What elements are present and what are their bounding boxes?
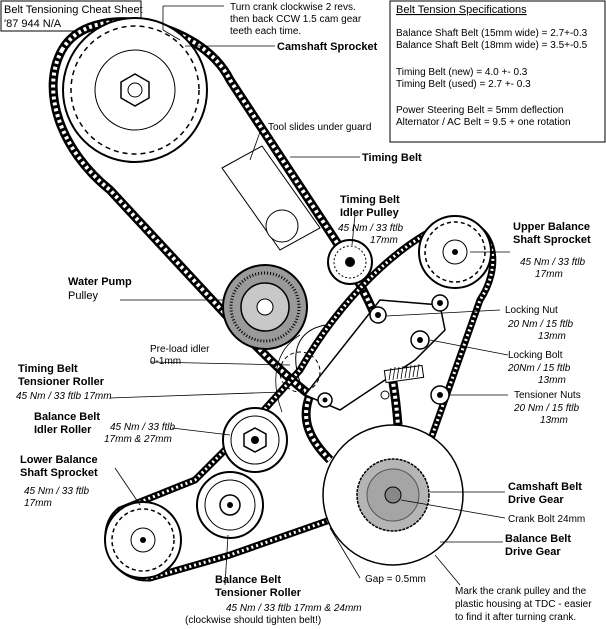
upper-balance-label-1: Upper Balance xyxy=(513,221,590,233)
crank-note-line-1: Turn crank clockwise 2 revs. xyxy=(230,2,356,13)
spec-title: Belt Tension Specifications xyxy=(396,4,527,16)
tool-slides-label: Tool slides under guard xyxy=(268,122,371,133)
spec-line-1: Balance Shaft Belt (15mm wide) = 2.7+-0.… xyxy=(396,28,588,39)
bal-tensioner-spec: 45 Nm / 33 ftlb 17mm & 24mm xyxy=(226,603,362,614)
preload-idler-label-1: Pre-load idler xyxy=(150,344,210,355)
lower-balance-label-1: Lower Balance xyxy=(20,454,98,466)
tb-tensioner-label-2: Tensioner Roller xyxy=(18,376,105,388)
upper-balance-sprocket xyxy=(418,215,492,289)
tensioner-nuts-label: Tensioner Nuts xyxy=(514,390,581,401)
lower-balance-sprocket xyxy=(104,501,182,579)
spec-box: Belt Tension Specifications Balance Shaf… xyxy=(389,0,606,143)
tensioner-nuts-spec-2: 13mm xyxy=(540,415,568,426)
bal-idler-label-1: Balance Belt xyxy=(34,411,100,423)
crank-note-line-2: then back CCW 1.5 cam gear xyxy=(230,14,362,25)
tdc-note-line-1: Mark the crank pulley and the xyxy=(455,586,587,597)
spec-line-4: Timing Belt (used) = 2.7 +- 0.3 xyxy=(396,79,531,90)
crank-note-line-3: teeth each time. xyxy=(230,26,301,37)
timing-belt-tensioner-roller xyxy=(279,351,321,393)
cam-drive-label-2: Drive Gear xyxy=(508,494,564,506)
upper-balance-label-2: Shaft Sprocket xyxy=(513,234,591,246)
water-pump-label-1: Water Pump xyxy=(68,276,132,288)
header-subtitle: '87 944 N/A xyxy=(4,18,62,30)
bal-tensioner-label-1: Balance Belt xyxy=(215,574,281,586)
bal-drive-label-2: Drive Gear xyxy=(505,546,561,558)
idler-pulley-spec-2: 17mm xyxy=(370,235,398,246)
timing-belt-idler-pulley xyxy=(327,239,373,285)
idler-pulley-label-2: Idler Pulley xyxy=(340,207,400,219)
lower-balance-label-2: Shaft Sprocket xyxy=(20,467,98,479)
camshaft-sprocket xyxy=(62,17,208,163)
bal-tensioner-note: (clockwise should tighten belt!) xyxy=(185,615,321,626)
locking-bolt-spec-2: 13mm xyxy=(538,375,566,386)
leader-lines xyxy=(109,5,510,586)
tensioner-bracket xyxy=(275,294,450,413)
preload-idler-label-2: 0-1mm xyxy=(150,356,181,367)
tb-tensioner-label-1: Timing Belt xyxy=(18,363,78,375)
locking-nut-label: Locking Nut xyxy=(505,305,558,316)
spec-line-2: Balance Shaft Belt (18mm wide) = 3.5+-0.… xyxy=(396,40,588,51)
lower-balance-spec: 45 Nm / 33 ftlb xyxy=(24,486,89,497)
balance-idler-roller xyxy=(222,407,288,473)
crank-bolt-label: Crank Bolt 24mm xyxy=(508,514,585,525)
tensioner-spring xyxy=(383,363,425,384)
lower-balance-spec-2: 17mm xyxy=(24,498,52,509)
labels: Turn crank clockwise 2 revs. then back C… xyxy=(16,2,592,626)
water-pump-pulley xyxy=(222,264,308,350)
spec-line-3: Timing Belt (new) = 4.0 +- 0.3 xyxy=(396,67,528,78)
tool-guide xyxy=(221,145,321,251)
upper-balance-spec-2: 17mm xyxy=(535,269,563,280)
camshaft-sprocket-label: Camshaft Sprocket xyxy=(277,41,378,53)
header-box: Belt Tensioning Cheat Sheet '87 944 N/A xyxy=(0,0,143,32)
balance-tensioner-roller xyxy=(196,471,264,539)
bal-tensioner-label-2: Tensioner Roller xyxy=(215,587,302,599)
tdc-note-line-3: to find it after turning crank. xyxy=(455,612,576,623)
cam-drive-label-1: Camshaft Belt xyxy=(508,481,582,493)
header-title: Belt Tensioning Cheat Sheet xyxy=(4,4,143,16)
locking-nut-spec: 20 Nm / 15 ftlb xyxy=(507,319,573,330)
crank-bolt-part xyxy=(384,486,402,504)
idler-pulley-spec: 45 Nm / 33 ftlb xyxy=(338,223,403,234)
tb-tensioner-spec: 45 Nm / 33 ftlb 17mm xyxy=(16,391,112,402)
upper-balance-spec: 45 Nm / 33 ftlb xyxy=(520,257,585,268)
locking-bolt-label: Locking Bolt xyxy=(508,350,563,361)
spec-line-5: Power Steering Belt = 5mm deflection xyxy=(396,105,564,116)
bal-idler-label-2: Idler Roller xyxy=(34,424,92,436)
tensioner-nuts-spec: 20 Nm / 15 ftlb xyxy=(513,403,579,414)
locking-bolt-spec: 20Nm / 15 ftlb xyxy=(507,363,571,374)
timing-belt-label: Timing Belt xyxy=(362,152,422,164)
idler-pulley-label-1: Timing Belt xyxy=(340,194,400,206)
crank-drive-gears xyxy=(322,424,464,566)
bal-drive-label-1: Balance Belt xyxy=(505,533,571,545)
locking-nut-spec-2: 13mm xyxy=(538,331,566,342)
bal-idler-spec-2: 17mm & 27mm xyxy=(104,434,172,445)
spec-line-6: Alternator / AC Belt = 9.5 + one rotatio… xyxy=(396,117,571,128)
gap-label: Gap = 0.5mm xyxy=(365,574,426,585)
water-pump-label-2: Pulley xyxy=(68,290,98,302)
bal-idler-spec: 45 Nm / 33 ftlb xyxy=(110,422,175,433)
tdc-note-line-2: plastic housing at TDC - easier xyxy=(455,599,592,610)
cam-bolt-hex xyxy=(120,73,150,107)
